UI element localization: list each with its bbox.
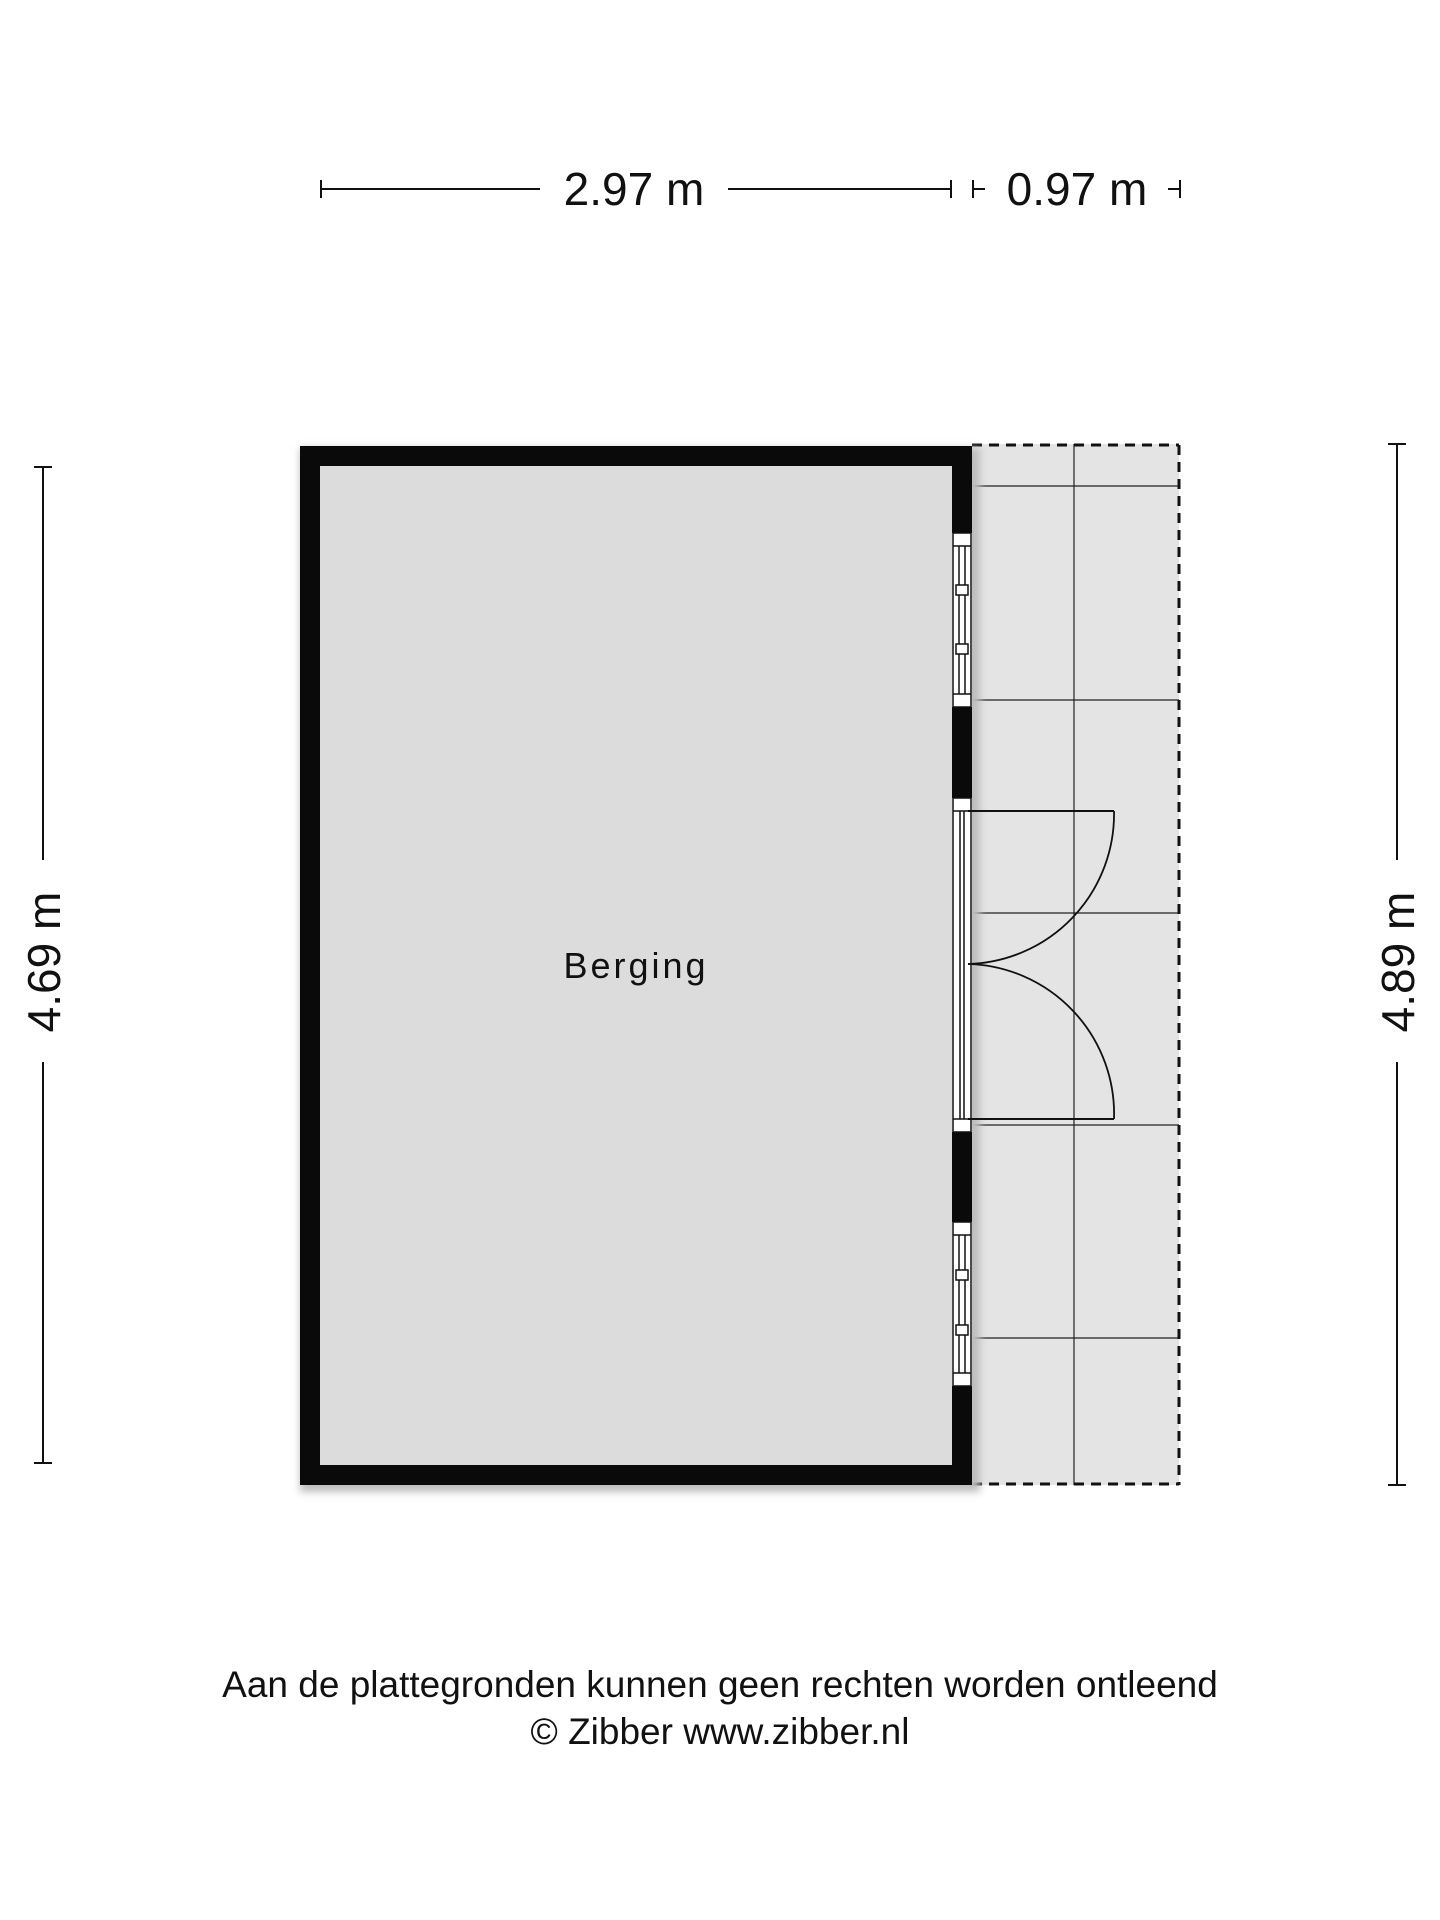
copyright-text: © Zibber www.zibber.nl [530, 1711, 910, 1752]
dimension-right-label: 4.89 m [1372, 892, 1424, 1033]
room-label-berging: Berging [563, 945, 708, 986]
terrace-area [972, 443, 1181, 1486]
dimension-left-label: 4.69 m [18, 892, 70, 1033]
room-berging [320, 466, 952, 1465]
disclaimer-text: Aan de plattegronden kunnen geen rechten… [222, 1664, 1218, 1705]
dimension-top-right-label: 0.97 m [1007, 163, 1148, 215]
dimension-top [320, 180, 1181, 198]
dimension-right [1388, 443, 1406, 1486]
dimension-top-left-label: 2.97 m [564, 163, 705, 215]
window-lower [952, 1221, 972, 1387]
window-upper [952, 532, 972, 708]
dimension-left [34, 466, 52, 1464]
double-door [952, 797, 1115, 1133]
